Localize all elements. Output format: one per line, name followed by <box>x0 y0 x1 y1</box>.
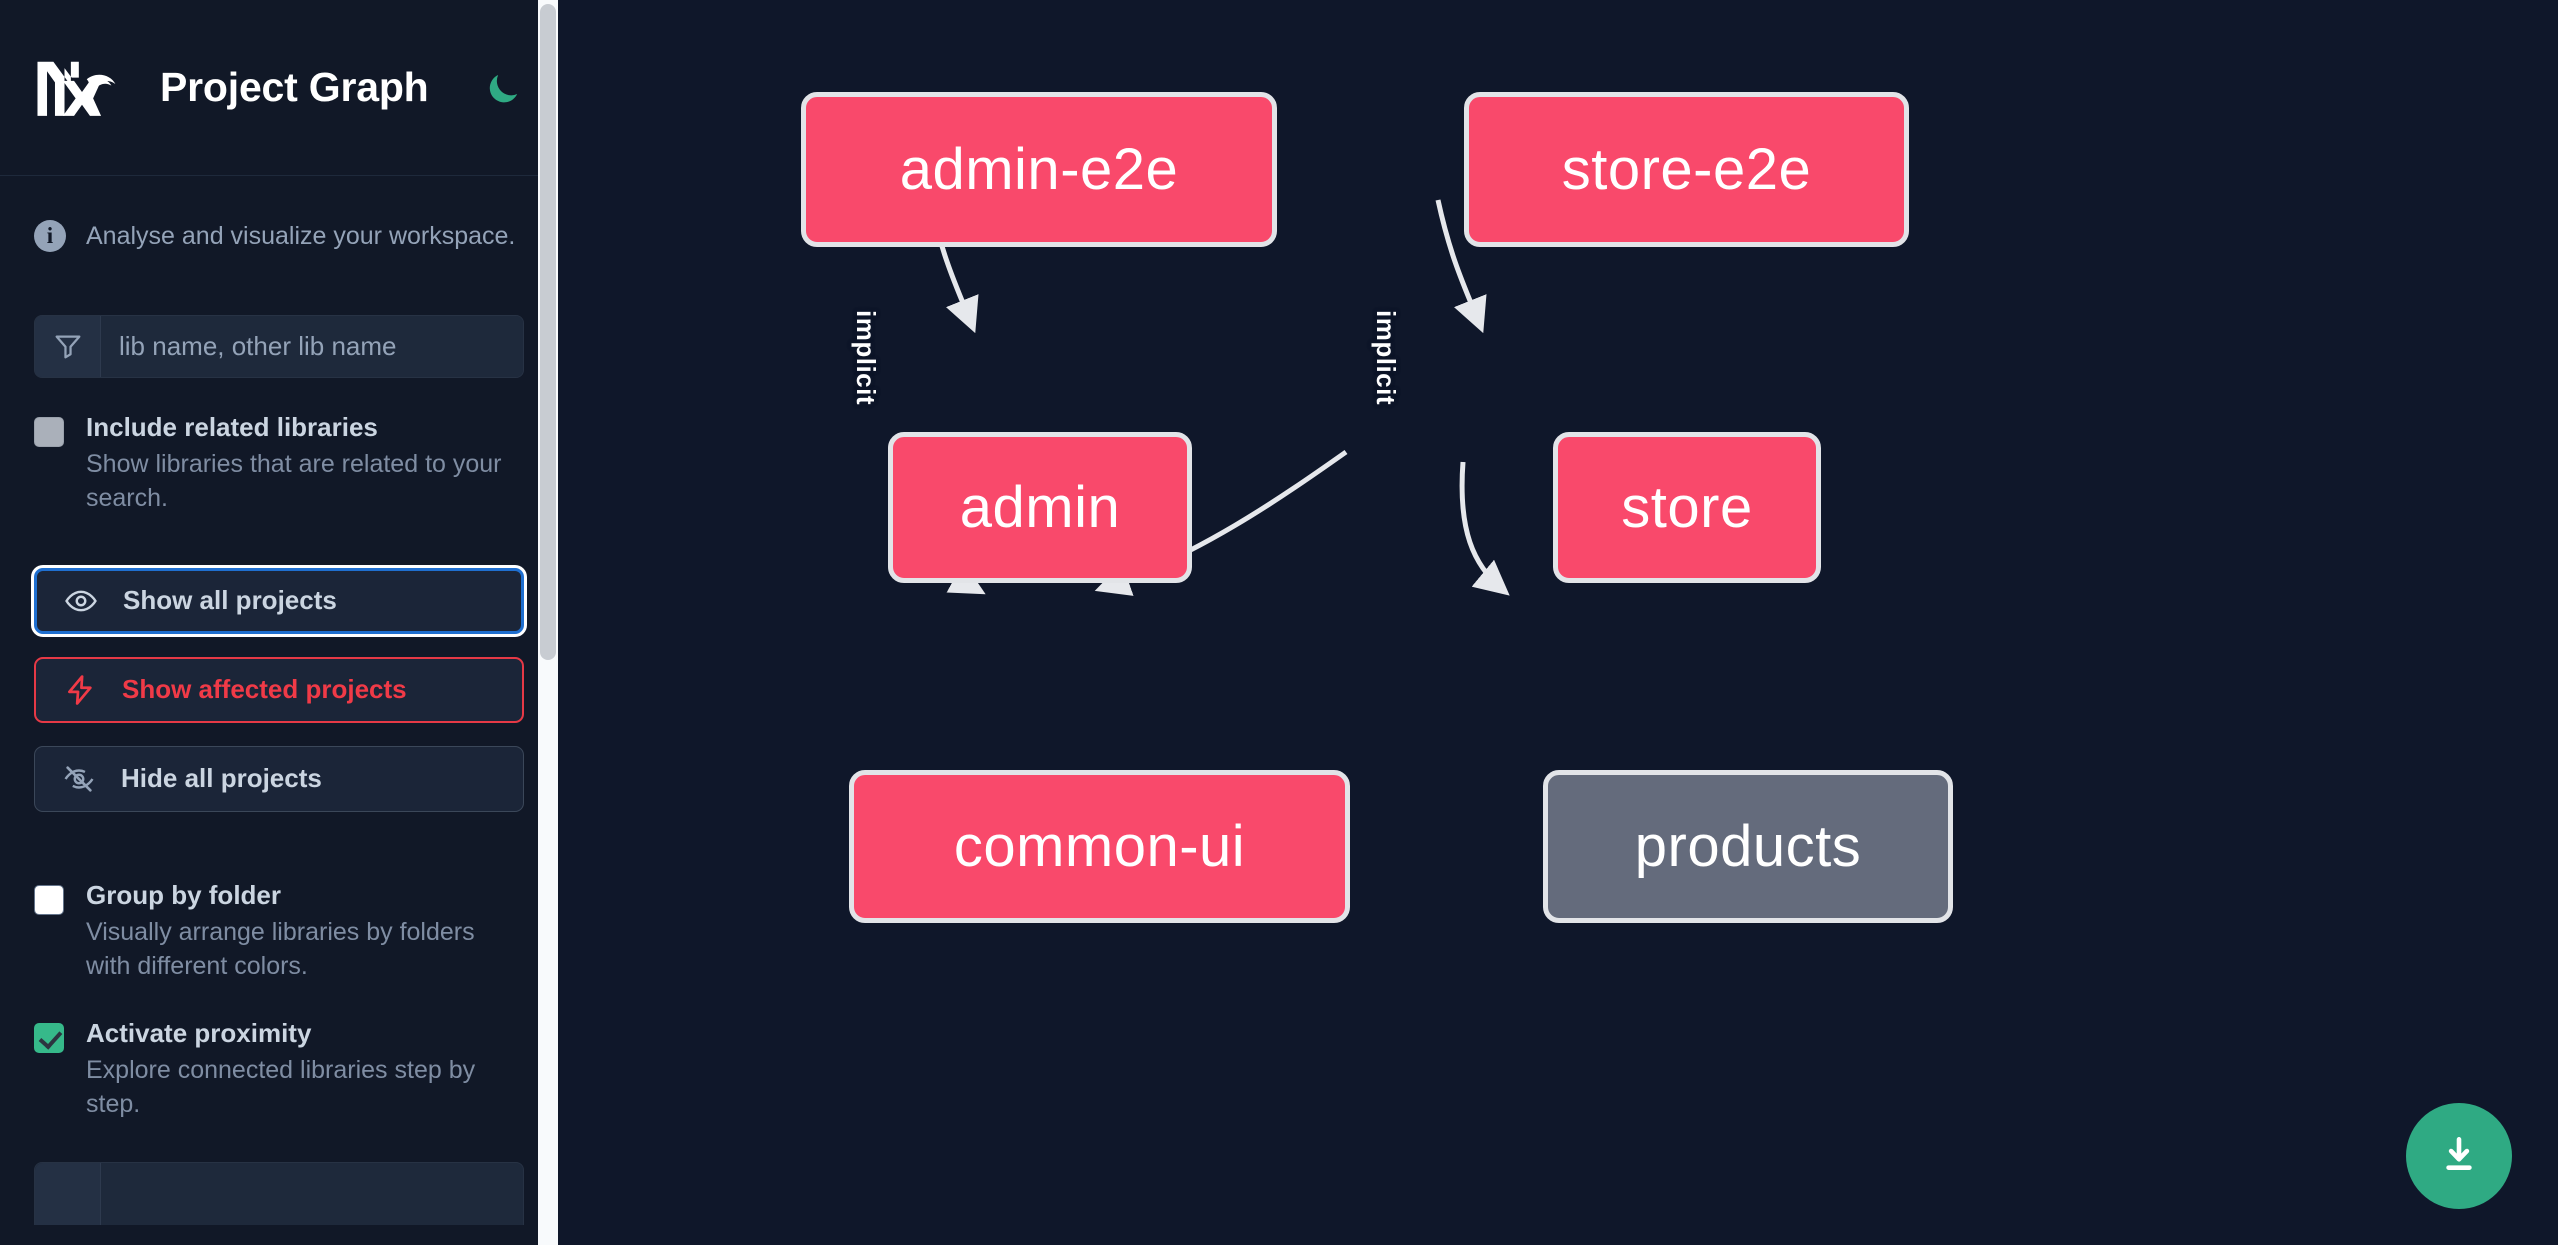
filter-field[interactable] <box>34 314 524 378</box>
search-input[interactable] <box>101 315 523 377</box>
edge-label-store-e2e-store: implicit <box>1371 309 1402 406</box>
include-related-libraries-checkbox[interactable] <box>34 416 64 447</box>
sidebar-header: Project Graph <box>0 0 558 176</box>
sidebar-body: i Analyse and visualize your workspace. … <box>0 176 558 1225</box>
page-title: Project Graph <box>160 64 429 110</box>
eye-icon <box>64 584 98 618</box>
stepper-icon <box>35 1162 101 1225</box>
graph-node-label: common-ui <box>953 814 1246 879</box>
projects-button-group: Show all projects Show affected projects <box>34 567 524 812</box>
graph-node-label: admin-e2e <box>899 137 1179 202</box>
filter-funnel-icon[interactable] <box>35 315 101 377</box>
graph-node-label: admin <box>959 475 1121 540</box>
group-by-folder-description: Visually arrange libraries by folders wi… <box>86 917 475 981</box>
proximity-stepper-field[interactable] <box>34 1161 524 1225</box>
include-related-libraries-label: Include related libraries <box>86 411 378 442</box>
graph-node-common-ui[interactable]: common-ui <box>849 770 1350 923</box>
checkbox-row-group-by-folder[interactable]: Group by folder Visually arrange librari… <box>34 878 524 984</box>
workspace-info-text: Analyse and visualize your workspace. <box>86 222 516 250</box>
moon-icon[interactable] <box>483 66 524 110</box>
graph-canvas[interactable]: admin-e2e store-e2e admin store common-u… <box>558 0 2558 1245</box>
info-icon: i <box>34 220 66 253</box>
include-related-libraries-description: Show libraries that are related to your … <box>86 449 502 513</box>
show-affected-projects-label: Show affected projects <box>122 674 407 705</box>
group-by-folder-checkbox[interactable] <box>34 884 64 915</box>
graph-node-label: products <box>1634 814 1862 879</box>
graph-node-store-e2e[interactable]: store-e2e <box>1464 92 1909 247</box>
workspace-info: i Analyse and visualize your workspace. <box>34 176 524 253</box>
edge-label-admin-e2e-admin: implicit <box>851 309 882 406</box>
download-icon <box>2446 1137 2472 1170</box>
graph-node-products[interactable]: products <box>1543 770 1953 923</box>
checkbox-row-activate-proximity[interactable]: Activate proximity Explore connected lib… <box>34 1016 524 1122</box>
activate-proximity-description: Explore connected libraries step by step… <box>86 1055 476 1119</box>
sidebar: Project Graph i Analyse and visualize yo… <box>0 0 558 1245</box>
activate-proximity-label: Activate proximity <box>86 1017 312 1048</box>
sidebar-scrollbar-thumb[interactable] <box>540 4 556 660</box>
graph-node-admin[interactable]: admin <box>888 432 1192 583</box>
lightning-bolt-icon <box>63 673 97 707</box>
nx-logo-icon <box>34 57 130 119</box>
show-all-projects-button[interactable]: Show all projects <box>34 567 524 634</box>
graph-node-store[interactable]: store <box>1553 432 1821 583</box>
activate-proximity-checkbox[interactable] <box>34 1022 64 1053</box>
show-affected-projects-button[interactable]: Show affected projects <box>34 656 524 723</box>
eye-off-icon <box>62 762 96 796</box>
group-by-folder-label: Group by folder <box>86 879 281 910</box>
graph-node-label: store-e2e <box>1561 137 1812 202</box>
hide-all-projects-button[interactable]: Hide all projects <box>34 745 524 812</box>
hide-all-projects-label: Hide all projects <box>121 763 322 794</box>
spacer <box>34 812 524 846</box>
graph-node-label: store <box>1621 475 1753 540</box>
show-all-projects-label: Show all projects <box>123 585 337 616</box>
sidebar-scrollbar[interactable] <box>538 0 558 1245</box>
download-button[interactable] <box>2406 1103 2512 1209</box>
checkbox-row-include-related-libraries[interactable]: Include related libraries Show libraries… <box>34 410 524 516</box>
graph-node-admin-e2e[interactable]: admin-e2e <box>801 92 1277 247</box>
